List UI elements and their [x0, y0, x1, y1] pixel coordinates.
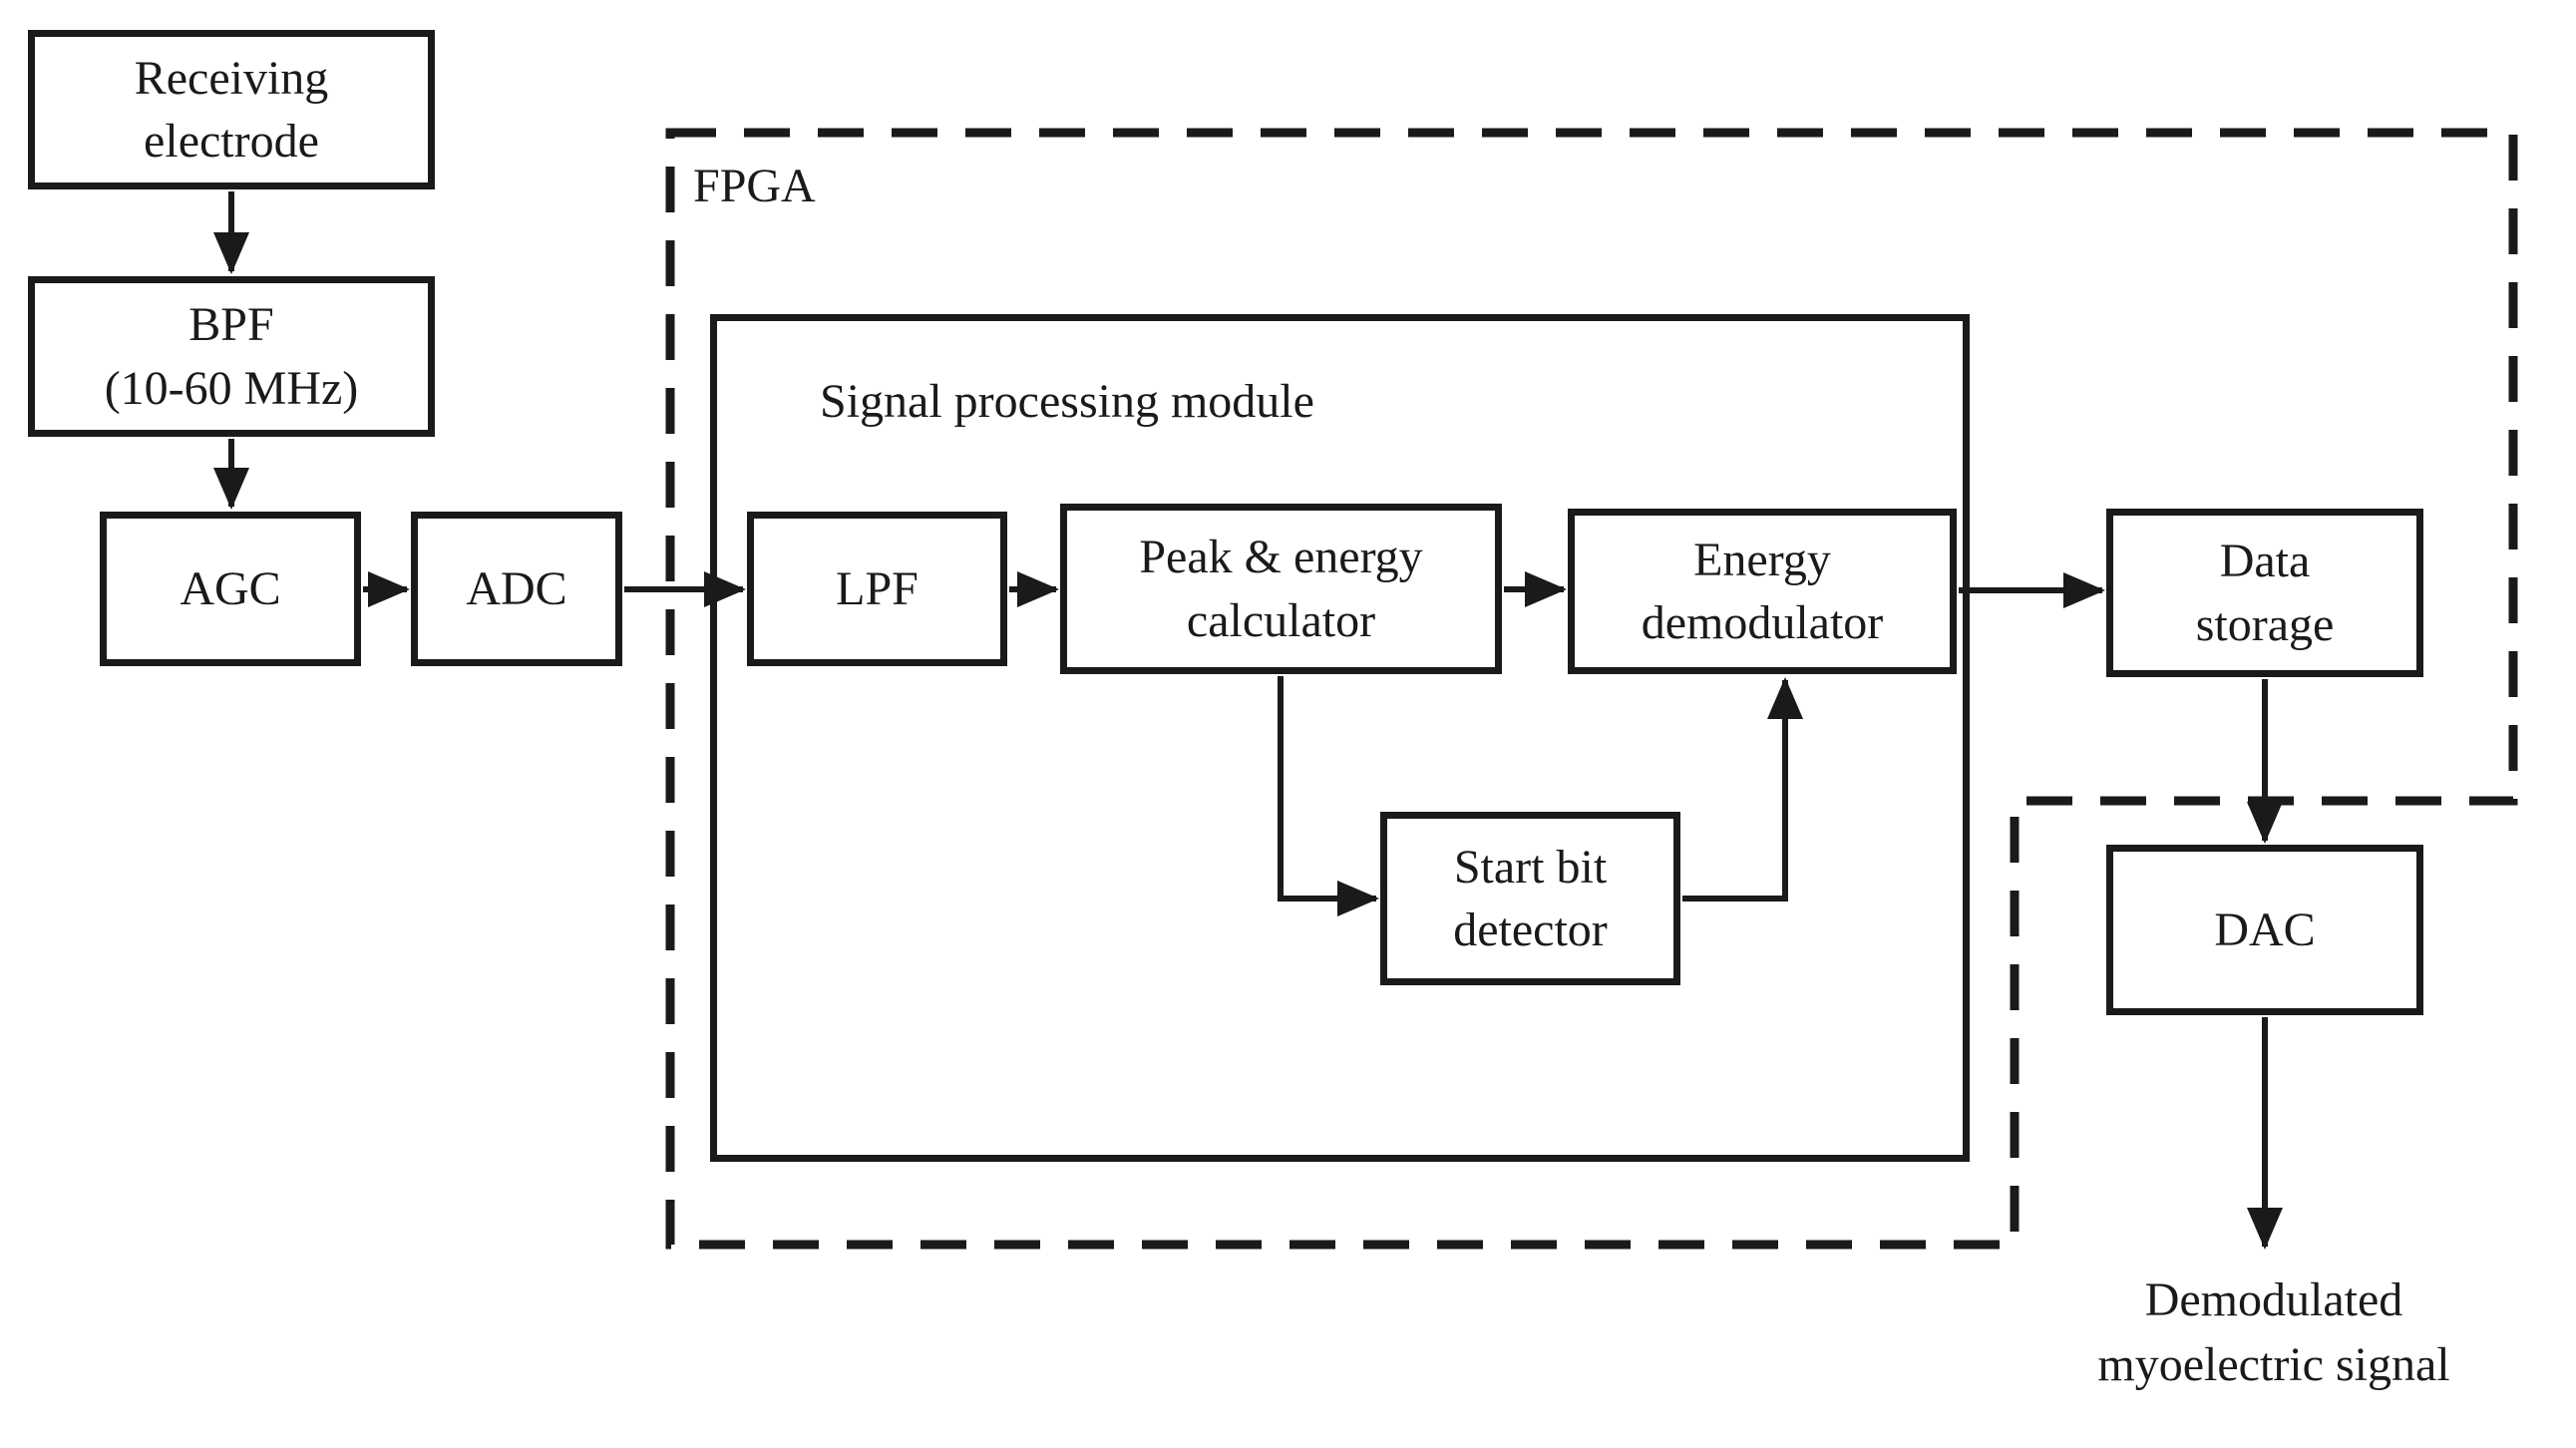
- fpga-dashed-boundary: [665, 128, 2518, 1250]
- arrow-peak-to-startbit: [1278, 676, 1379, 916]
- output-signal-label: Demodulated myoelectric signal: [2097, 1273, 2450, 1391]
- signal-processing-module-box: [710, 314, 1970, 1162]
- block-data-storage: Data storage: [2106, 509, 2423, 677]
- block-adc: ADC: [411, 512, 622, 666]
- block-dac: DAC: [2106, 845, 2423, 1015]
- block-agc: AGC: [100, 512, 361, 666]
- block-start-bit-detector: Start bit detector: [1380, 812, 1680, 985]
- arrow-startbit-to-energy: [1682, 677, 1803, 902]
- block-bpf: BPF (10-60 MHz): [28, 276, 435, 437]
- block-energy-demodulator: Energy demodulator: [1568, 509, 1957, 674]
- signal-processing-module-label: Signal processing module: [820, 375, 1314, 428]
- fpga-label: FPGA: [693, 160, 816, 212]
- block-peak-energy-calculator: Peak & energy calculator: [1060, 504, 1502, 674]
- block-lpf: LPF: [747, 512, 1007, 666]
- block-receiving-electrode: Receiving electrode: [28, 30, 435, 189]
